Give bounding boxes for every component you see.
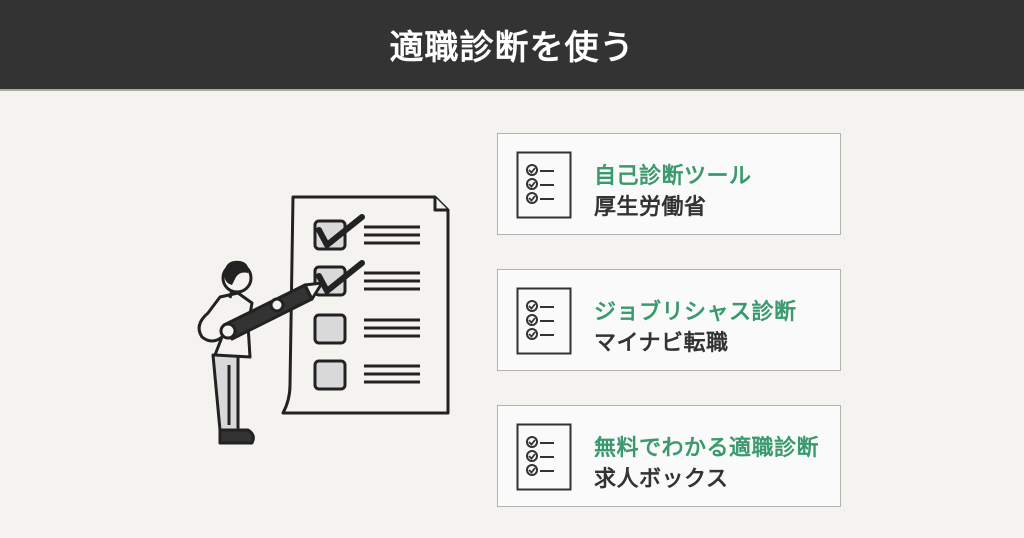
tool-card-title: 自己診断ツール	[594, 164, 752, 189]
page-header: 適職診断を使う	[0, 0, 1024, 91]
tool-card-title: 無料でわかる適職診断	[594, 436, 820, 461]
tool-card-provider: マイナビ転職	[594, 331, 729, 356]
checklist-illustration	[180, 185, 460, 455]
person-checklist-icon	[197, 195, 450, 445]
checklist-icon	[516, 287, 572, 355]
tool-card-3[interactable]: 無料でわかる適職診断 求人ボックス	[497, 405, 841, 507]
tool-card-1[interactable]: 自己診断ツール 厚生労働省	[497, 133, 841, 235]
tool-card-title: ジョブリシャス診断	[594, 300, 797, 325]
page-title: 適職診断を使う	[389, 28, 635, 68]
checklist-icon	[516, 151, 572, 219]
tool-card-2[interactable]: ジョブリシャス診断 マイナビ転職	[497, 269, 841, 371]
tool-card-provider: 厚生労働省	[594, 195, 707, 220]
checklist-icon	[516, 423, 572, 491]
tool-card-provider: 求人ボックス	[594, 467, 729, 492]
